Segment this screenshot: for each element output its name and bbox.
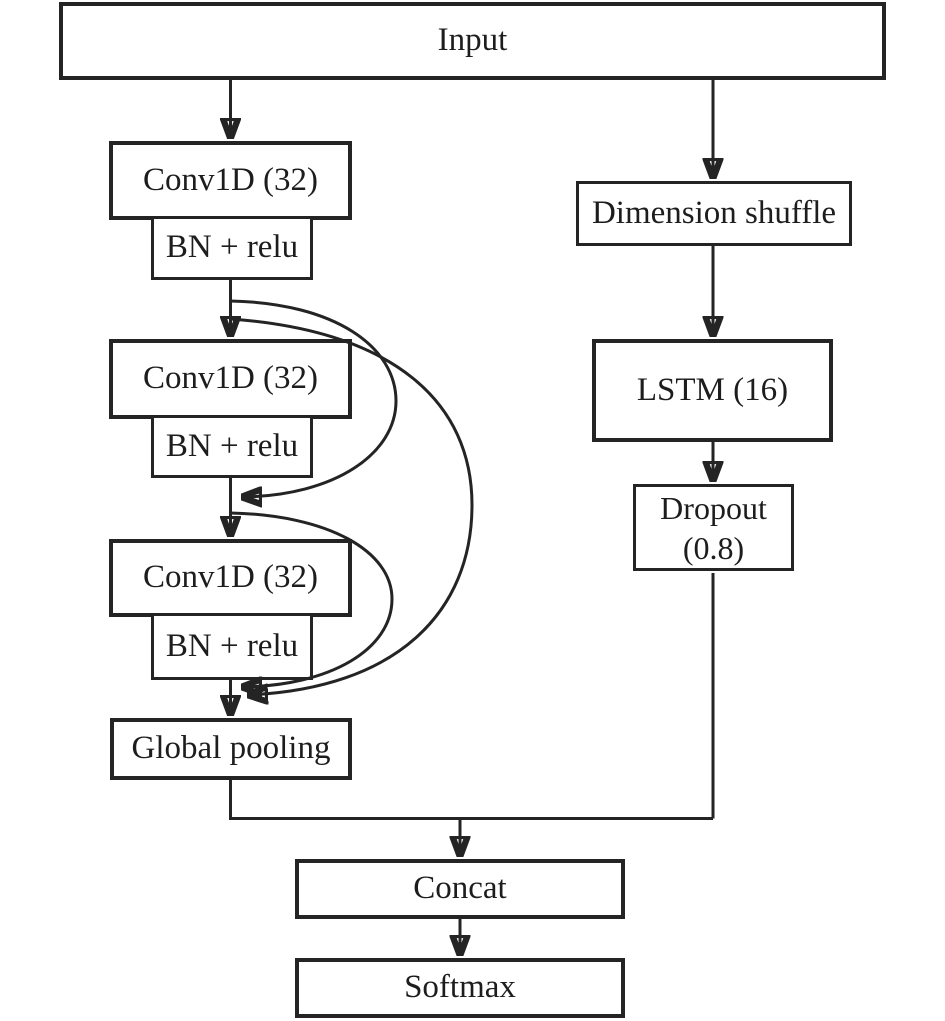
node-input: Input xyxy=(59,2,886,80)
node-lstm: LSTM (16) xyxy=(592,339,833,442)
node-bn-relu-3: BN + relu xyxy=(151,613,313,680)
node-conv1d-2: Conv1D (32) xyxy=(109,339,352,419)
node-dimension-shuffle: Dimension shuffle xyxy=(576,181,852,246)
line-global-pooling-merge xyxy=(229,780,713,820)
node-bn-relu-1: BN + relu xyxy=(151,216,313,280)
node-conv1d-1: Conv1D (32) xyxy=(109,141,352,220)
node-conv1d-3: Conv1D (32) xyxy=(109,539,352,617)
node-bn-relu-2: BN + relu xyxy=(151,415,313,478)
node-concat: Concat xyxy=(295,859,625,919)
node-dropout: Dropout (0.8) xyxy=(633,484,794,571)
node-dropout-line2: (0.8) xyxy=(682,529,745,566)
node-global-pooling: Global pooling xyxy=(110,718,352,780)
node-softmax: Softmax xyxy=(295,958,625,1018)
node-dropout-line1: Dropout xyxy=(660,489,767,526)
